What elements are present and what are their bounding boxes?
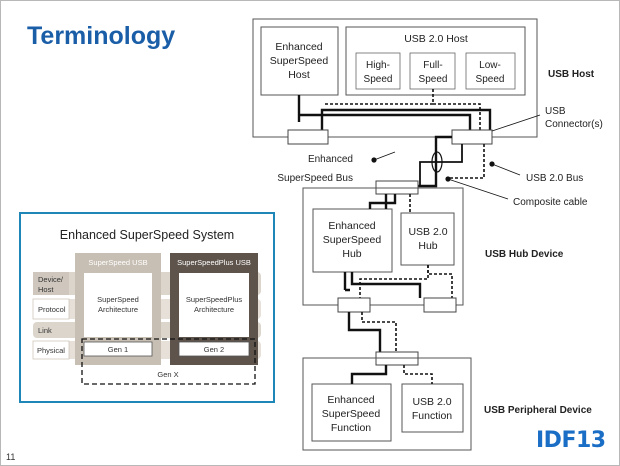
page-number: 11	[6, 452, 16, 462]
full-speed-box	[409, 52, 456, 90]
usb-hub-group: Enhanced SuperSpeed Hub USB 2.0 Hub USB …	[302, 180, 564, 313]
composite-cable-label: Composite cable	[513, 197, 588, 208]
ss-arch-box	[84, 273, 152, 337]
ess-function-line1: Enhanced	[327, 394, 374, 406]
enhanced-superspeed-function-box	[311, 383, 392, 442]
gen-x-dashed-box	[81, 338, 256, 385]
high-speed-line1: High-	[366, 60, 390, 71]
layer-label-box-protocol	[32, 298, 70, 320]
ssp-arch-line1: SuperSpeedPlus	[186, 295, 243, 304]
usb2-function-line2: Function	[412, 410, 452, 422]
ess-function-line3: Function	[331, 422, 371, 434]
usb2-hub-box	[400, 212, 455, 266]
usb2-function-box	[401, 383, 464, 433]
usb2-host-title: USB 2.0 Host	[404, 33, 468, 45]
ess-function-line2: SuperSpeed	[322, 408, 381, 420]
usb-hub-box	[302, 187, 464, 306]
gen2-label: Gen 2	[204, 345, 224, 354]
composite-cable-host-hub	[371, 114, 541, 200]
usb2-bus-label: USB 2.0 Bus	[526, 173, 583, 184]
slide-title: Terminology	[27, 22, 176, 50]
connector-label-line1: USB	[545, 106, 566, 117]
usb-peripheral-group: Enhanced SuperSpeed Function USB 2.0 Fun…	[302, 351, 592, 451]
ess-hub-line3: Hub	[342, 248, 361, 260]
usb2-hub-line2: Hub	[418, 240, 437, 252]
layer-label-box-device	[33, 272, 69, 295]
ss-arch-line2: Architecture	[98, 305, 138, 314]
gen-x-label: Gen X	[157, 370, 178, 379]
low-speed-box	[465, 52, 516, 90]
high-speed-line2: Speed	[364, 74, 393, 85]
usb-host-box	[252, 18, 538, 138]
host-connector-left	[287, 129, 329, 145]
low-speed-line1: Low-	[479, 60, 501, 71]
ess-host-line1: Enhanced	[275, 41, 322, 53]
usb-peripheral-box	[302, 357, 472, 451]
layer-label-link: Link	[38, 326, 52, 335]
ssp-arch-box	[179, 273, 249, 337]
enhanced-superspeed-hub-box	[312, 208, 393, 273]
ess-host-line2: SuperSpeed	[270, 55, 329, 67]
low-speed-line2: Speed	[476, 74, 505, 85]
ss-usb-header: SuperSpeed USB	[88, 258, 147, 267]
ss-arch-line1: SuperSpeed	[97, 295, 139, 304]
layer-label-box-physical	[32, 340, 70, 360]
usb-host-label: USB Host	[548, 69, 595, 80]
idf-logo: IDF13	[536, 428, 606, 453]
ssp-usb-header: SuperSpeedPlus USB	[177, 258, 251, 267]
usb-hub-label: USB Hub Device	[485, 249, 564, 260]
hub-downstream-connector-1	[337, 297, 371, 313]
host-connector-right	[451, 129, 493, 145]
usb2-hub-line1: USB 2.0	[408, 226, 447, 238]
high-speed-box	[355, 52, 401, 90]
ess-host-line3: Host	[288, 69, 310, 81]
hub-downstream-connector-2	[423, 297, 457, 313]
layer-label-host: Host	[38, 285, 54, 294]
gen2-box	[178, 341, 250, 357]
ssp-arch-line2: Architecture	[194, 305, 234, 314]
host-wiring	[297, 89, 492, 130]
cable-hub-peripheral	[347, 312, 397, 352]
layer-label-protocol: Protocol	[38, 305, 66, 314]
ess-hub-line1: Enhanced	[328, 220, 375, 232]
layer-label-physical: Physical	[37, 346, 65, 355]
connector-label-line2: Connector(s)	[545, 119, 603, 130]
ess-bus-label-line1: Enhanced	[308, 154, 353, 165]
usb-host-group: Enhanced SuperSpeed Host USB 2.0 Host Hi…	[252, 18, 595, 138]
enhanced-superspeed-system-panel: Enhanced SuperSpeed System Device/ Host …	[19, 212, 275, 403]
full-speed-line1: Full-	[423, 60, 442, 71]
full-speed-line2: Speed	[419, 74, 448, 85]
gen1-label: Gen 1	[108, 345, 128, 354]
layer-label-device: Device/	[38, 275, 64, 284]
system-title: Enhanced SuperSpeed System	[60, 228, 234, 242]
ess-bus-label-line2: SuperSpeed Bus	[277, 173, 353, 184]
usb2-function-line1: USB 2.0	[412, 396, 451, 408]
gen1-box	[83, 341, 153, 357]
usb-peripheral-label: USB Peripheral Device	[484, 405, 592, 416]
ess-hub-line2: SuperSpeed	[323, 234, 382, 246]
